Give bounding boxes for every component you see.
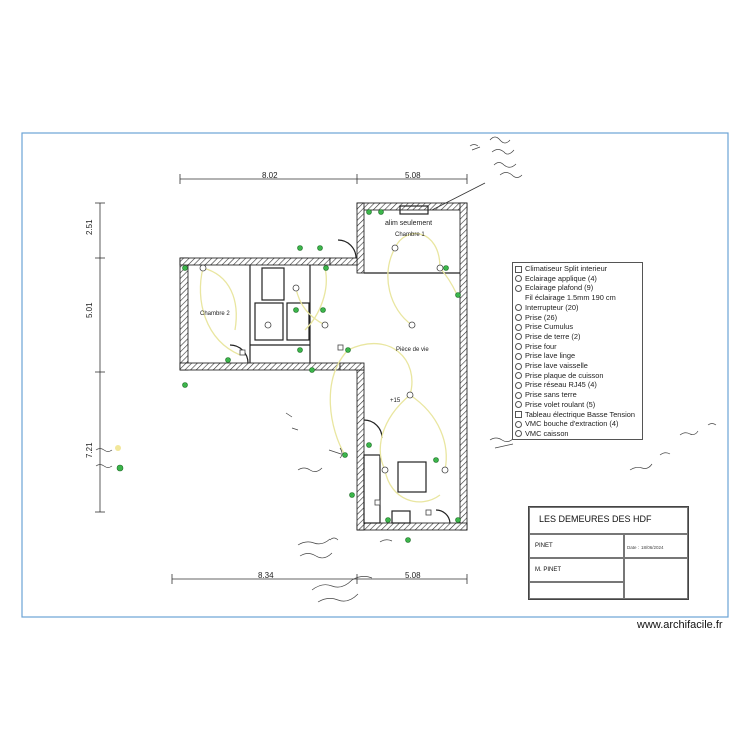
outlet-icon — [515, 352, 522, 360]
dimension-left-middle: 5.01 — [85, 302, 94, 318]
dimension-bottom-right: 5.08 — [405, 571, 421, 580]
electrical-devices — [115, 209, 461, 543]
legend-item-label: VMC caisson — [525, 428, 569, 438]
rj45-icon — [515, 381, 522, 389]
date-value: 18/06/2024 — [641, 545, 664, 550]
legend-item-label: Prise lave vaisselle — [525, 361, 588, 370]
dimension-top-right: 5.08 — [405, 171, 421, 180]
outlet-icon — [515, 372, 522, 380]
legend-item-label: Interrupteur (20) — [525, 302, 579, 312]
dimension-bottom-left: 8.34 — [258, 571, 274, 580]
outlet-icon — [515, 323, 522, 331]
handwritten-notes — [95, 136, 717, 603]
legend-item-label: Prise (26) — [525, 312, 558, 322]
ceiling-light-icon — [515, 284, 522, 292]
scale-cell — [624, 558, 688, 599]
legend-item: Prise four — [515, 342, 557, 352]
legend-item-label: Prise volet roulant (5) — [525, 399, 596, 409]
lighting-wires — [199, 233, 459, 503]
split-ac-icon — [515, 265, 522, 273]
drawing-frame — [21, 132, 729, 618]
legend-item: Fil éclairage 1.5mm 190 cm — [515, 293, 616, 303]
date-cell — [624, 534, 688, 558]
legend-item: Prise lave linge — [515, 351, 575, 361]
outlet-icon — [515, 391, 522, 399]
legend-item: Climatiseur Split interieur — [515, 264, 607, 274]
walls — [179, 202, 468, 531]
outlet-icon — [515, 343, 522, 351]
legend-item-label: Prise four — [525, 341, 557, 351]
room-label-chambre1: Chambre 1 — [395, 232, 425, 238]
legend-item-label: Prise plaque de cuisson — [525, 370, 604, 380]
legend-item: Prise de terre (2) — [515, 332, 580, 342]
room-label-piece-vie: Pièce de vie — [396, 347, 429, 353]
legend-item-label: Tableau électrique Basse Tension — [525, 409, 635, 419]
panel-icon — [515, 411, 522, 419]
height-marker: +15 — [390, 398, 401, 404]
alim-note: alim seulement — [385, 220, 432, 227]
legend-item-label: Prise sans terre — [525, 390, 577, 400]
legend-item: Prise sans terre — [515, 390, 577, 400]
legend-item: Prise Cumulus — [515, 322, 573, 332]
legend-item: Eclairage applique (4) — [515, 274, 597, 284]
legend-item-label: Climatiseur Split interieur — [525, 264, 608, 273]
dimension-left-lower: 7.21 — [85, 442, 94, 458]
legend-item-label: Prise Cumulus — [525, 322, 574, 332]
legend-item-label: Eclairage applique (4) — [525, 273, 597, 283]
legend-item: Tableau électrique Basse Tension — [515, 410, 635, 420]
outlet-icon — [515, 401, 522, 409]
legend-item: Prise volet roulant (5) — [515, 400, 595, 410]
date-label: Date : — [627, 545, 640, 550]
legend-item: Prise plaque de cuisson — [515, 371, 603, 381]
room-label-chambre2: Chambre 2 — [200, 311, 230, 317]
annotation-leader — [431, 182, 486, 211]
legend-item-label: Prise de terre (2) — [525, 331, 581, 341]
title-block: LES DEMEURES DES HDF PINET Date : 18/06/… — [528, 506, 689, 600]
client-cell — [529, 534, 624, 558]
legend-item: Prise réseau RJ45 (4) — [515, 380, 597, 390]
name-cell — [529, 558, 624, 582]
vent-icon — [515, 430, 522, 438]
name-value: M. PINET — [535, 567, 562, 573]
switch-icon — [515, 304, 522, 312]
outlet-icon — [515, 362, 522, 370]
outlet-icon — [515, 314, 522, 322]
legend-item: Prise (26) — [515, 313, 557, 323]
footer-cell — [529, 582, 624, 599]
project-title: LES DEMEURES DES HDF — [539, 514, 652, 524]
dimension-top-left: 8.02 — [262, 171, 278, 180]
legend-item: Prise lave vaisselle — [515, 361, 588, 371]
client-value: PINET — [535, 543, 553, 549]
title-block-header — [529, 507, 688, 534]
legend-item-label: Prise lave linge — [525, 351, 576, 361]
wall-light-icon — [515, 275, 522, 283]
dimension-lines — [95, 174, 468, 584]
ground-outlet-icon — [515, 333, 522, 341]
legend-item: VMC bouche d'extraction (4) — [515, 419, 618, 429]
legend-item: Eclairage plafond (9) — [515, 283, 593, 293]
vent-icon — [515, 420, 522, 428]
legend-item-label: Eclairage plafond (9) — [525, 283, 594, 293]
legend-item-label: Fil éclairage 1.5mm 190 cm — [525, 293, 616, 303]
legend-item-label: VMC bouche d'extraction (4) — [525, 419, 619, 429]
legend-item-label: Prise réseau RJ45 (4) — [525, 380, 597, 390]
dimension-left-upper: 2.51 — [85, 219, 94, 235]
legend-item: VMC caisson — [515, 429, 569, 439]
legend-item: Interrupteur (20) — [515, 303, 578, 313]
legend-spacer — [515, 295, 522, 302]
watermark: www.archifacile.fr — [637, 619, 723, 631]
